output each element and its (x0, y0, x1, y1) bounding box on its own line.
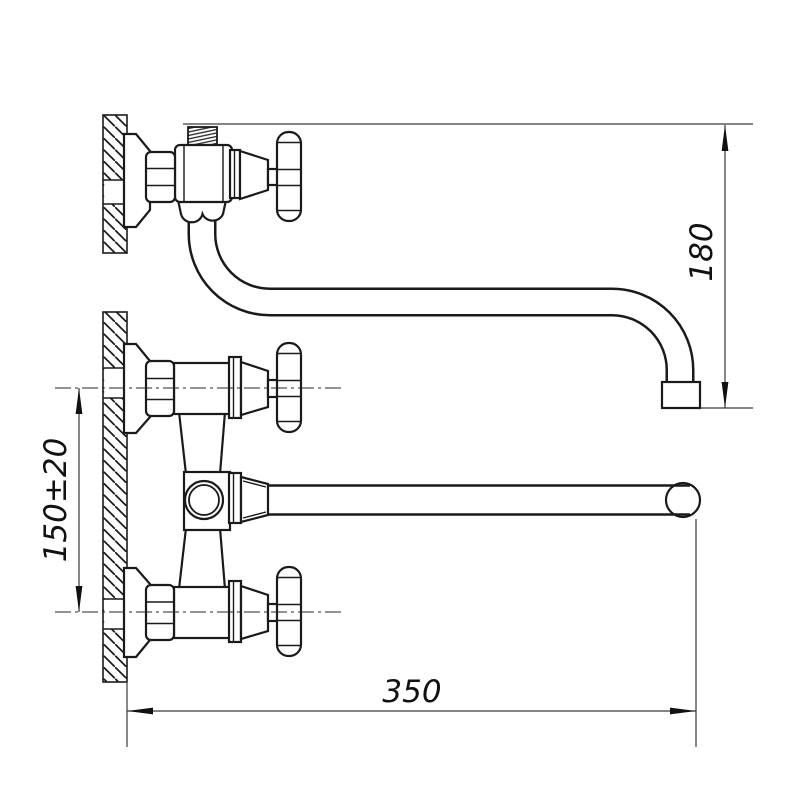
dimension-label-180: 180 (684, 222, 720, 281)
diverter-circle (183, 479, 225, 521)
mounting-nut-side (144, 150, 177, 204)
cross-handle-side (275, 130, 303, 223)
handle-cone-side (238, 149, 270, 201)
dimension-label-350: 350 (382, 674, 441, 710)
spout-ring (227, 471, 243, 525)
faucet-side-view (122, 126, 702, 410)
dimension-label-150-20: 150±20 (38, 438, 74, 563)
spout-ball-end (664, 481, 702, 519)
curved-spout (187, 220, 695, 384)
dimension-180: 180 (183, 123, 753, 409)
dimension-350: 350 (126, 519, 697, 747)
wall-pipe-cutout (104, 180, 126, 204)
dimension-150-20: 150±20 (38, 388, 83, 612)
straight-spout (227, 471, 702, 525)
wall-pipe-cutout-lower (104, 599, 126, 629)
wall-flange-side (122, 132, 152, 229)
body-neck-lower (177, 526, 227, 591)
faucet-front-view (55, 341, 702, 659)
wall-pipe-cutout-upper (104, 368, 126, 398)
spout-nozzle (660, 380, 702, 410)
body-neck-upper (177, 410, 227, 476)
spout-cap-nut (176, 198, 228, 224)
